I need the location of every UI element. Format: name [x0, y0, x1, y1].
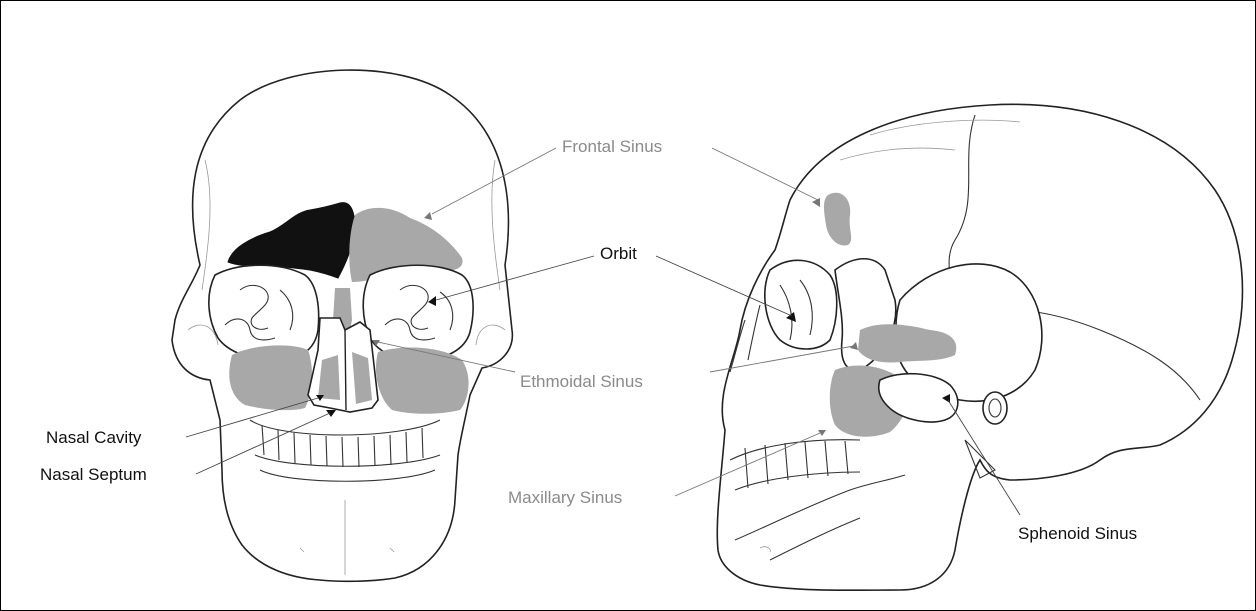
label-frontal-sinus: Frontal Sinus: [562, 138, 662, 155]
front-right-orbit: [363, 265, 473, 360]
label-nasal-septum: Nasal Septum: [40, 466, 147, 483]
front-left-maxillary-sinus: [229, 345, 312, 410]
side-orbit: [765, 260, 837, 349]
front-right-maxillary-sinus: [376, 347, 469, 413]
label-nasal-cavity: Nasal Cavity: [46, 429, 141, 446]
side-skull: [717, 104, 1242, 590]
label-maxillary-sinus: Maxillary Sinus: [508, 489, 622, 506]
side-ear-canal: [983, 392, 1007, 424]
label-ethmoidal-sinus: Ethmoidal Sinus: [520, 373, 643, 390]
front-left-orbit: [209, 265, 319, 360]
front-skull: [172, 70, 512, 581]
label-orbit: Orbit: [600, 245, 637, 262]
label-sphenoid-sinus: Sphenoid Sinus: [1018, 525, 1137, 542]
